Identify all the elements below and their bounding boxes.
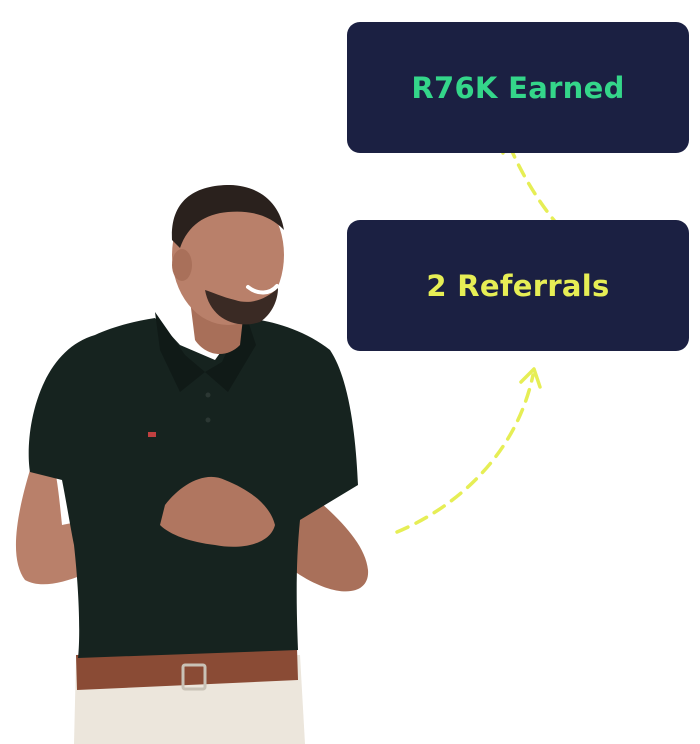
shirt-logo xyxy=(148,432,156,437)
collar-right xyxy=(205,312,256,392)
earned-label: R76K Earned xyxy=(411,70,625,105)
hair xyxy=(171,185,284,248)
smile xyxy=(246,284,279,295)
belt xyxy=(76,648,298,690)
hands xyxy=(160,476,275,547)
referrals-card: 2 Referrals xyxy=(347,220,689,351)
dashed-arrow-to-referrals-icon xyxy=(395,367,542,534)
belt-buckle xyxy=(181,663,207,691)
earned-card: R76K Earned xyxy=(347,22,689,153)
beard xyxy=(205,288,278,325)
ear xyxy=(172,249,192,281)
collar xyxy=(155,312,205,392)
referrals-label: 2 Referrals xyxy=(426,268,610,303)
person-photo xyxy=(15,185,369,744)
